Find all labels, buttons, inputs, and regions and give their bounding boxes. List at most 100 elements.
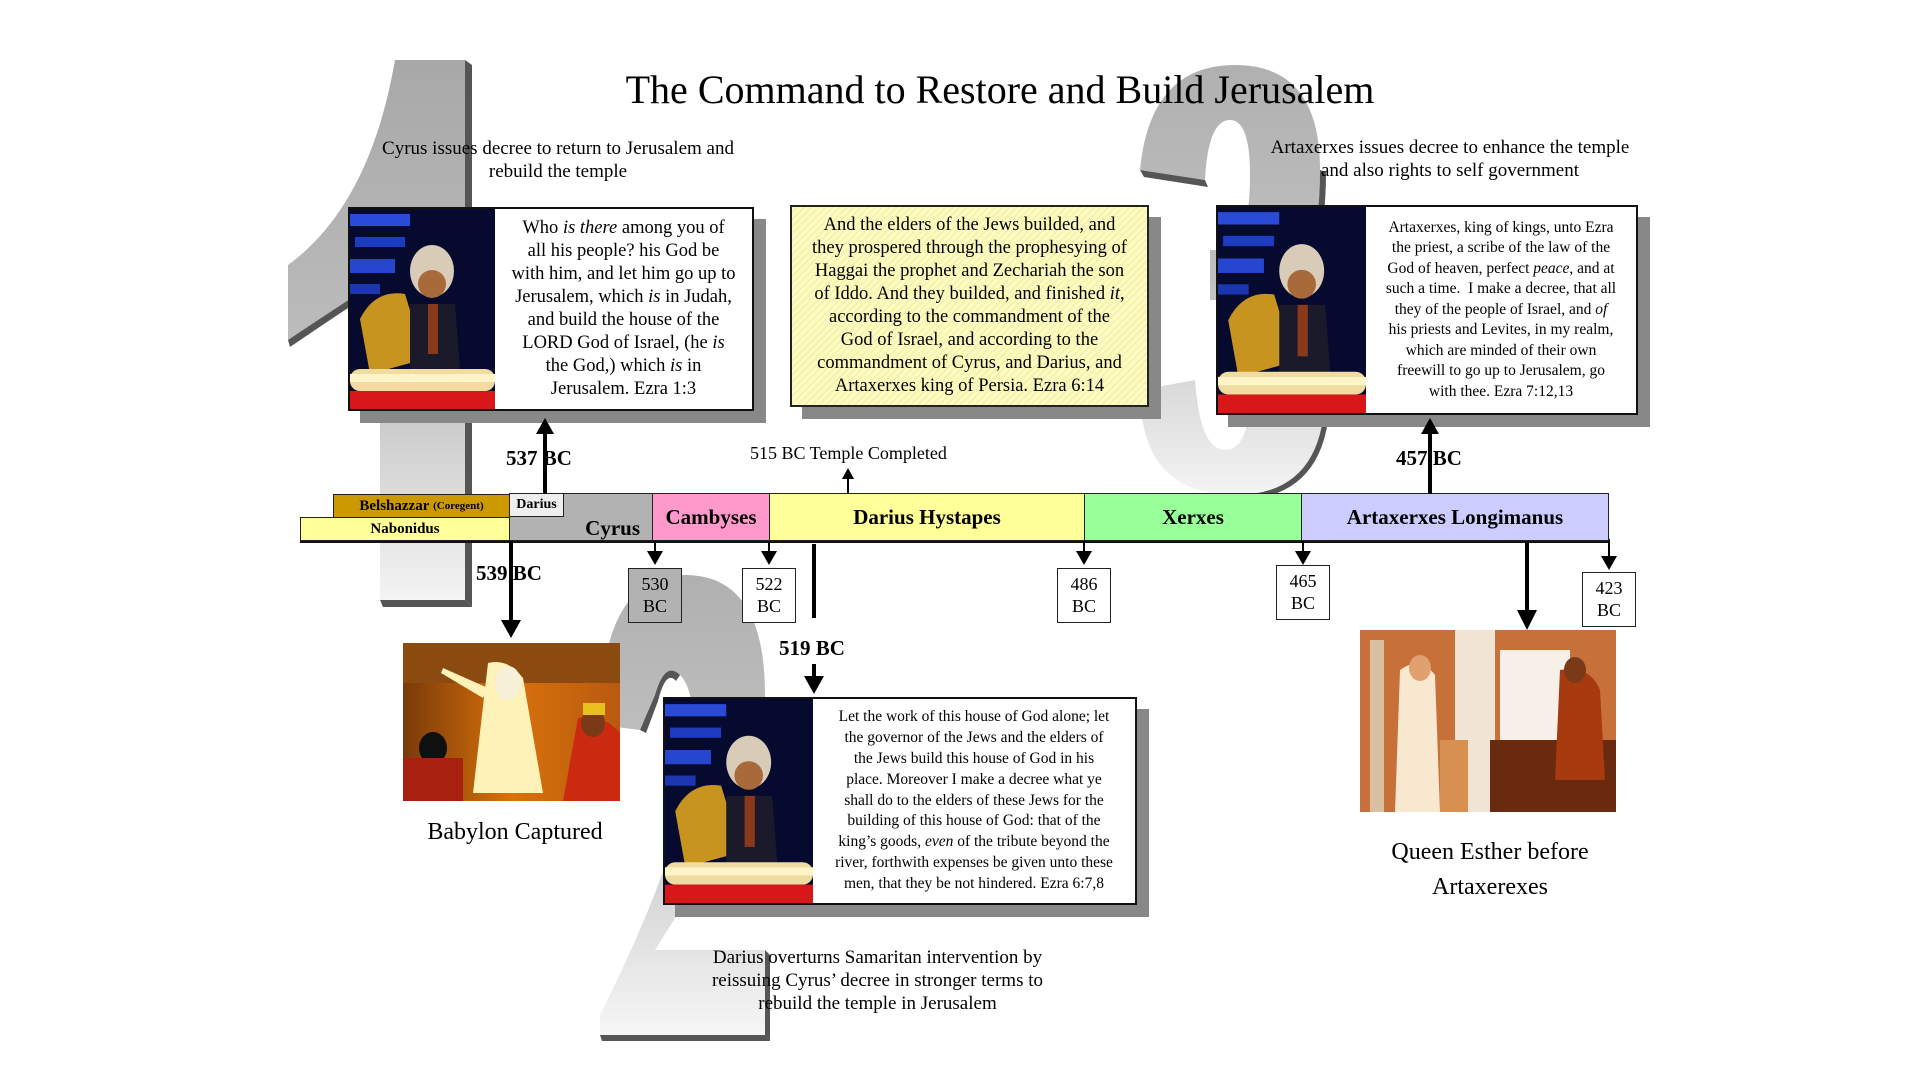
date-year: 530: [641, 574, 669, 594]
quote-line: river, forthwith expenses be given unto …: [835, 853, 1113, 871]
reign-label: Cambyses: [665, 504, 757, 529]
arrow-up-icon: [536, 418, 554, 434]
quote-line: his priests and Levites, in my realm,: [1388, 321, 1614, 339]
quote-line: they of the people of Israel, and of: [1394, 300, 1608, 318]
decree-1-quote: Who is there among you of all his people?…: [495, 209, 752, 409]
quote-line: with thee. Ezra 7:12,13: [1428, 382, 1574, 400]
numeral-2-background: [600, 575, 770, 1041]
date-year: 522: [755, 574, 783, 594]
reign-darius-mede: Darius: [509, 493, 564, 517]
caption-line: Artaxerexes: [1432, 874, 1548, 900]
quote-line: Haggai the prophet and Zechariah the son: [814, 261, 1125, 281]
scribe-writing-scroll-icon: [665, 699, 813, 903]
reign-label: Darius Hystapes: [853, 504, 1001, 529]
arrow-down-icon: [1601, 556, 1617, 570]
date-year: 423: [1595, 578, 1623, 598]
date-era: BC: [1596, 600, 1621, 620]
date-539-bc: 539 BC: [476, 561, 542, 585]
reign-label: Artaxerxes Longimanus: [1346, 504, 1564, 529]
reign-cambyses: Cambyses: [652, 493, 770, 541]
decree-1-quote-lines: Who is there among you of all his people?…: [511, 217, 735, 401]
quote-line: commandment of Cyrus, and Darius, and: [817, 353, 1122, 373]
arrow-up-icon: [1421, 418, 1439, 434]
decree-2-quote-lines: Let the work of this house of God alone;…: [835, 707, 1113, 894]
quote-line: the governor of the Jews and the elders …: [844, 729, 1104, 747]
quote-line: place. Moreover I make a decree what ye: [846, 770, 1102, 788]
reign-xerxes: Xerxes: [1084, 493, 1302, 541]
decree-2-quote-box: Let the work of this house of God alone;…: [663, 697, 1137, 905]
date-537-bc: 537 BC: [506, 446, 572, 470]
arrow-down-icon: [501, 620, 521, 638]
scribe-image: [1218, 207, 1366, 413]
decree-2-caption: Darius overturns Samaritan intervention …: [711, 947, 1043, 1014]
quote-line: of Iddo. And they builded, and finished …: [814, 284, 1125, 304]
arrow-down-icon: [1517, 610, 1537, 630]
babylon-captured-image: [403, 643, 620, 801]
decree-3-quote-box: Artaxerxes, king of kings, unto Ezra the …: [1216, 205, 1638, 415]
quote-line: all his people? his God be: [527, 241, 720, 261]
quote-line: the priest, a scribe of the law of the: [1391, 239, 1611, 257]
daniel-at-belshazzar-feast-icon: [403, 643, 620, 801]
reign-artaxerxes-longimanus: Artaxerxes Longimanus: [1301, 493, 1609, 541]
date-era: BC: [1071, 596, 1096, 616]
caption-line: Queen Esther before: [1391, 839, 1589, 865]
reign-nabonidus: Nabonidus: [300, 517, 510, 541]
reign-label: Darius: [516, 497, 557, 512]
scribe-image: [350, 209, 495, 409]
reign-label: Xerxes: [1162, 504, 1224, 529]
reign-belshazzar: Belshazzar (Coregent): [333, 494, 510, 518]
quote-line: and build the house of the: [527, 310, 720, 330]
quote-line: they prospered through the prophesying o…: [812, 238, 1127, 258]
quote-line: which are minded of their own: [1405, 341, 1597, 359]
arrow-down-icon: [761, 551, 777, 565]
scribe-writing-scroll-icon: [1218, 207, 1366, 413]
quote-line: God of heaven, perfect peace, and at: [1387, 259, 1615, 277]
decree-3-quote-lines: Artaxerxes, king of kings, unto Ezra the …: [1386, 218, 1616, 403]
date-era: BC: [756, 596, 781, 616]
quote-line: men, that they be not hindered. Ezra 6:7…: [844, 874, 1104, 892]
page-title: The Command to Restore and Build Jerusal…: [625, 67, 1375, 112]
reign-label: Cyrus: [585, 515, 640, 540]
quote-line: with him, and let him go up to: [511, 264, 736, 284]
decree-3-caption: Artaxerxes issues decree to enhance the …: [1270, 137, 1630, 181]
arrow-down-icon: [647, 551, 663, 565]
quote-line: Jerusalem, which is in Judah,: [515, 287, 732, 307]
quote-line: such a time. I make a decree, that all: [1385, 280, 1617, 298]
scribe-writing-scroll-icon: [350, 209, 495, 409]
decree-1-caption: Cyrus issues decree to return to Jerusal…: [382, 138, 734, 182]
date-year: 465: [1289, 571, 1317, 591]
date-519-bc: 519 BC: [779, 636, 845, 660]
quote-line: Who is there among you of: [522, 218, 725, 238]
esther-before-king-icon: [1360, 630, 1616, 812]
date-era: BC: [642, 596, 667, 616]
queen-esther-image: [1360, 630, 1616, 812]
quote-line: LORD God of Israel, (he is: [522, 333, 725, 353]
reign-darius-hystapes: Darius Hystapes: [769, 493, 1085, 541]
date-457-bc: 457 BC: [1396, 446, 1462, 470]
quote-line: shall do to the elders of these Jews for…: [844, 791, 1104, 809]
quote-line: Let the work of this house of God alone;…: [838, 708, 1110, 726]
babylon-captured-caption: Babylon Captured: [427, 819, 603, 845]
quote-line: freewill to go up to Jerusalem, go: [1397, 362, 1605, 380]
quote-line: Jerusalem. Ezra 1:3: [550, 379, 697, 399]
timeline-baseline: [300, 539, 1610, 543]
reign-label: Belshazzar: [359, 497, 430, 514]
quote-line: Artaxerxes, king of kings, unto Ezra: [1388, 218, 1614, 236]
quote-line: king’s goods, even of the tribute beyond…: [838, 833, 1110, 851]
arrow-up-icon: [842, 468, 854, 479]
decree-1-quote-box: Who is there among you of all his people?…: [348, 207, 754, 411]
arrow-down-icon: [1076, 551, 1092, 565]
quote-line: according to the commandment of the: [828, 307, 1110, 327]
temple-completed-label: 515 BC Temple Completed: [750, 443, 947, 463]
quote-line: the Jews build this house of God in his: [853, 750, 1095, 767]
reign-label: Nabonidus: [370, 520, 440, 537]
reign-suffix: (Coregent): [433, 500, 484, 512]
queen-esther-caption: Queen Esther before Artaxerexes: [1340, 835, 1640, 905]
quote-line: God of Israel, and according to the: [840, 330, 1099, 350]
